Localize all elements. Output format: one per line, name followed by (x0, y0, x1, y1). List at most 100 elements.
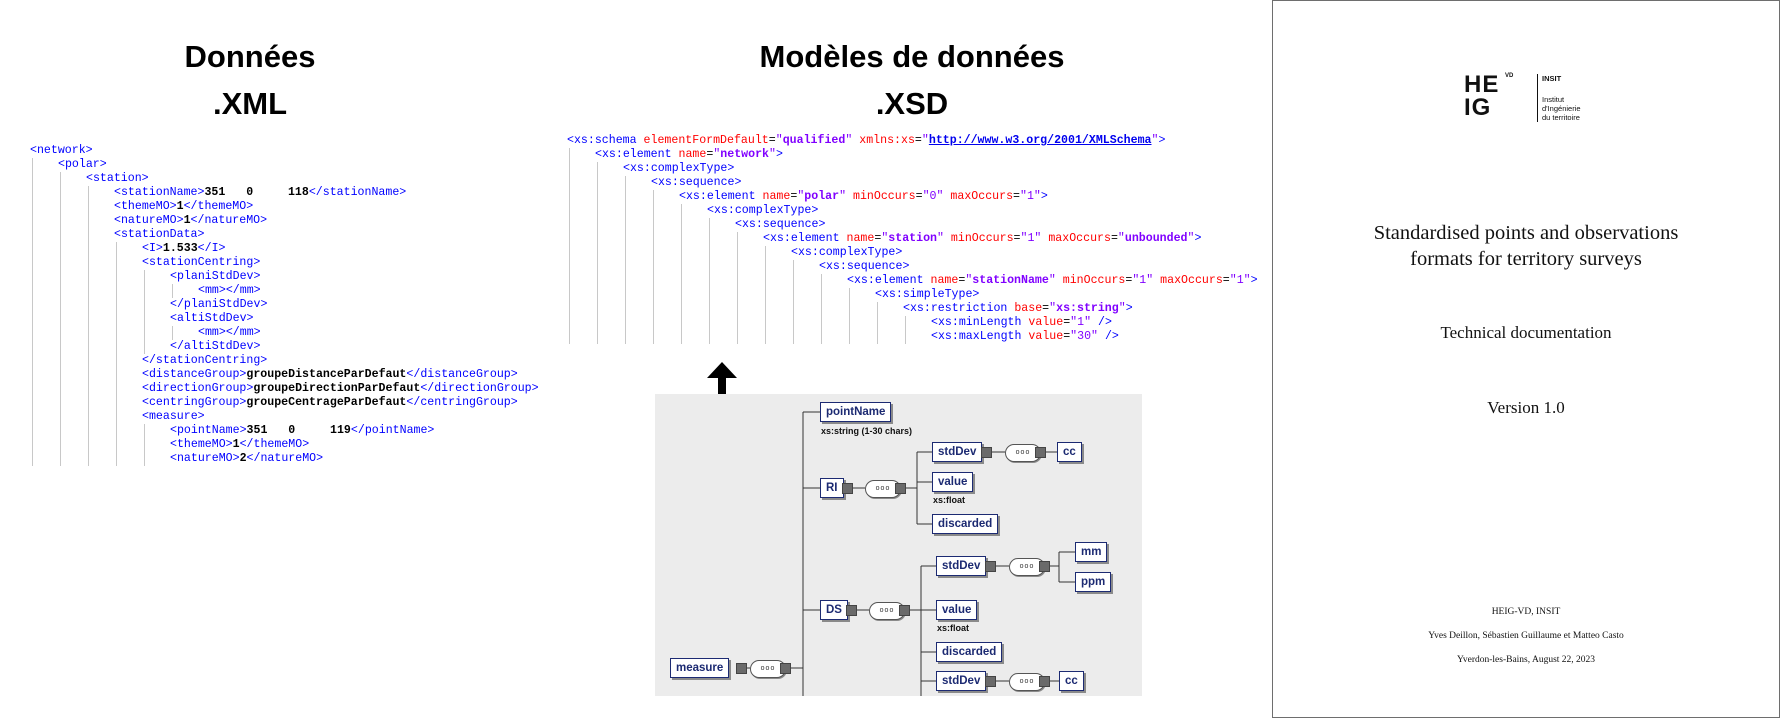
code-line: <measure> (30, 410, 570, 424)
indent-guide (709, 274, 710, 288)
indent-guide (569, 204, 570, 218)
indent-guide (821, 288, 822, 302)
indent-guide (60, 354, 61, 368)
code-token: = (914, 134, 922, 147)
indent-guide (569, 302, 570, 316)
code-token: <xs:sequence> (651, 176, 742, 189)
code-token: minOccurs (1055, 274, 1126, 287)
code-line: <pointName>351 0 119</pointName> (30, 424, 570, 438)
indent-guide (88, 396, 89, 410)
code-text: <xs:sequence> (819, 260, 909, 274)
indent-guide (60, 200, 61, 214)
indent-guide (569, 330, 570, 344)
indent-guide (116, 452, 117, 466)
indent-guide (821, 316, 822, 330)
code-token: /> (1091, 316, 1112, 329)
node-ds: DS (820, 600, 848, 620)
code-token: "1" (1229, 274, 1251, 287)
indent-guide (144, 438, 145, 452)
code-line: <themeMO>1</themeMO> (30, 438, 570, 452)
indent-guide (88, 228, 89, 242)
indent-guide (116, 340, 117, 354)
code-token: <distanceGroup> (142, 368, 247, 381)
code-line: <station> (30, 172, 570, 186)
code-line: <xs:element name="stationName" minOccurs… (567, 274, 1267, 288)
code-token: <measure> (142, 410, 205, 423)
indent-guide (88, 312, 89, 326)
code-token: "1" (1020, 190, 1041, 203)
code-token: 1.533 (162, 242, 198, 255)
indent-guide (32, 270, 33, 284)
code-text: <xs:restriction base="xs:string"> (903, 302, 1133, 316)
code-token: </planiStdDev> (170, 298, 268, 311)
indent-guide (116, 284, 117, 298)
code-token: <xs:minLength (931, 316, 1029, 329)
indent-guide (144, 270, 145, 284)
indent-guide (32, 382, 33, 396)
data-heading: Données (184, 39, 316, 74)
indent-guide (597, 204, 598, 218)
indent-guide (681, 246, 682, 260)
indent-guide (88, 382, 89, 396)
expand-icon (780, 663, 791, 674)
indent-guide (765, 302, 766, 316)
indent-guide (116, 368, 117, 382)
code-text: <xs:complexType> (791, 246, 902, 260)
logo-vd: VD (1505, 73, 1514, 79)
indent-guide (877, 330, 878, 344)
indent-guide (681, 260, 682, 274)
code-token: = (1013, 232, 1021, 245)
indent-guide (88, 368, 89, 382)
indent-guide (849, 288, 850, 302)
code-line: <xs:sequence> (567, 260, 1267, 274)
indent-guide (905, 330, 906, 344)
indent-guide (625, 232, 626, 246)
code-token: = (958, 274, 966, 287)
code-token: <mm></mm> (198, 326, 261, 339)
indent-guide (709, 218, 710, 232)
expand-icon (842, 483, 853, 494)
indent-guide (653, 190, 654, 204)
data-extension-heading: .XML (212, 86, 288, 121)
indent-guide (681, 218, 682, 232)
node-ds-discarded: discarded (936, 642, 1003, 662)
logo-institute-line: d'Ingénierie (1542, 104, 1581, 113)
indent-guide (765, 260, 766, 274)
code-token: " (1049, 302, 1057, 315)
indent-guide (60, 172, 61, 186)
code-token: groupeDistanceParDefaut (246, 368, 407, 381)
code-text: <pointName>351 0 119</pointName> (170, 424, 434, 438)
indent-guide (60, 452, 61, 466)
xsd-listing: <xs:schema elementFormDefault="qualified… (567, 134, 1267, 344)
node-ds-value: value (936, 600, 978, 620)
node-last-cc: cc (1059, 671, 1084, 691)
indent-guide (597, 190, 598, 204)
indent-guide (709, 330, 710, 344)
code-text: <xs:sequence> (735, 218, 825, 232)
indent-guide (32, 242, 33, 256)
indent-guide (88, 270, 89, 284)
code-token: <network> (30, 144, 93, 157)
expand-icon (1039, 561, 1050, 572)
indent-guide (144, 312, 145, 326)
code-token: </natureMO> (246, 452, 324, 465)
indent-guide (681, 204, 682, 218)
code-line: <network> (30, 144, 570, 158)
code-text: <planiStdDev> (170, 270, 260, 284)
cover-version: Version 1.0 (1487, 398, 1565, 417)
indent-guide (737, 232, 738, 246)
indent-guide (737, 274, 738, 288)
code-token: <themeMO> (170, 438, 233, 451)
indent-guide (681, 302, 682, 316)
indent-guide (32, 284, 33, 298)
indent-guide (60, 340, 61, 354)
node-ds-mm: mm (1075, 542, 1108, 562)
indent-guide (32, 396, 33, 410)
code-text: <stationName>351 0 118</stationName> (114, 186, 406, 200)
indent-guide (681, 316, 682, 330)
code-text: <xs:schema elementFormDefault="qualified… (567, 134, 1165, 148)
code-text: <themeMO>1</themeMO> (170, 438, 309, 452)
indent-guide (625, 274, 626, 288)
node-ds-ppm: ppm (1075, 572, 1112, 592)
code-token: "1" (1132, 274, 1154, 287)
